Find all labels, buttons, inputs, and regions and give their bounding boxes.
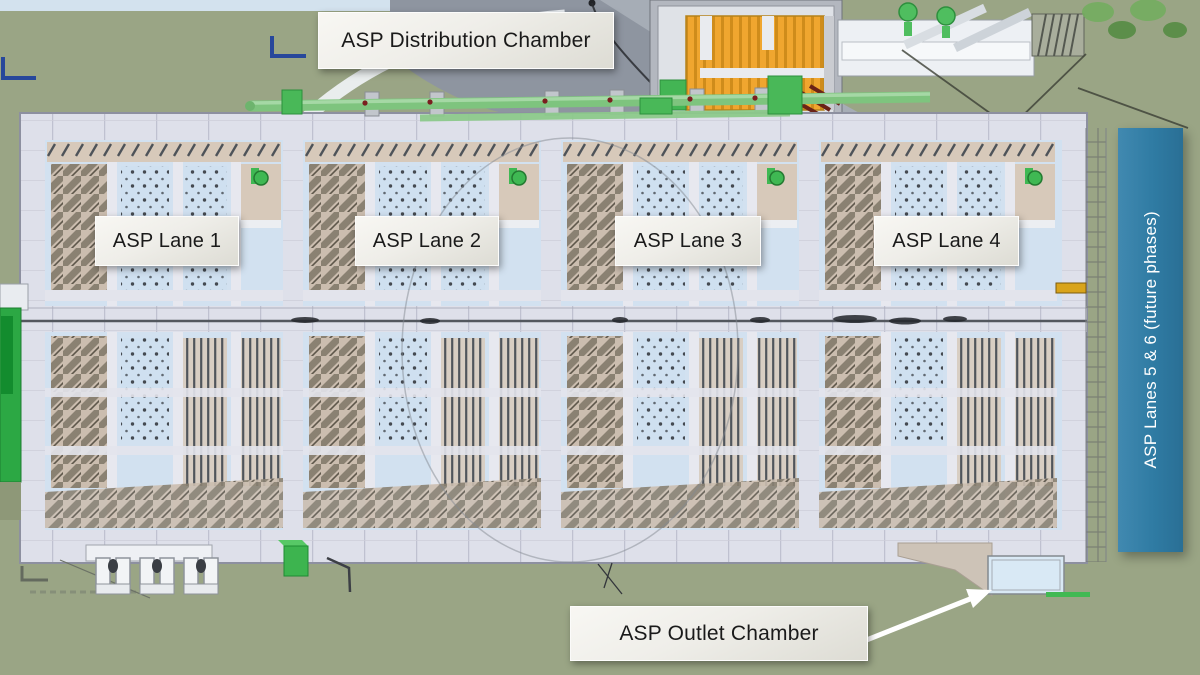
inlet-works-structure xyxy=(837,0,1189,129)
distribution-chamber-label: ASP Distribution Chamber xyxy=(318,12,614,69)
shrubs xyxy=(1082,0,1187,39)
pipe-connector-green xyxy=(639,97,673,115)
valve-green xyxy=(936,6,956,26)
lane-3-label: ASP Lane 3 xyxy=(615,216,761,266)
model-reference-circle xyxy=(401,137,739,563)
pipe-joints xyxy=(362,95,758,106)
lane-1-interior xyxy=(44,139,284,531)
lane-4-interior xyxy=(818,139,1058,531)
future-lanes-banner: ASP Lanes 5 & 6 (future phases) xyxy=(1118,128,1183,552)
central-walkway xyxy=(20,306,1087,332)
lane-1-label: ASP Lane 1 xyxy=(95,216,239,266)
division-wall xyxy=(799,140,819,530)
lane-2-label: ASP Lane 2 xyxy=(355,216,499,266)
lane-4-label: ASP Lane 4 xyxy=(874,216,1019,266)
instrument-yellow xyxy=(1055,282,1087,294)
drain-outlet-pipes xyxy=(95,557,219,595)
walkway-pipework xyxy=(291,315,967,325)
lane-3-interior xyxy=(560,139,800,531)
division-wall xyxy=(541,140,561,530)
lamp-post xyxy=(326,556,352,593)
lane-2-interior xyxy=(302,139,542,531)
kiosk-green xyxy=(283,545,309,577)
penstock-green xyxy=(767,75,803,115)
outlet-chamber-label: ASP Outlet Chamber xyxy=(570,606,868,661)
future-lanes-banner-text: ASP Lanes 5 & 6 (future phases) xyxy=(1140,211,1160,469)
bottom-edge-details xyxy=(20,540,623,599)
stairs xyxy=(1031,13,1085,57)
right-edge-scaffold xyxy=(1055,128,1107,562)
air-main-pipe xyxy=(245,75,931,122)
outlet-chamber-structure xyxy=(897,542,1090,597)
outlet-arrow-annotation xyxy=(863,589,992,644)
division-wall xyxy=(283,140,303,530)
left-edge-equipment xyxy=(0,283,29,520)
blower-unit-green xyxy=(281,89,303,115)
asp-structure xyxy=(19,112,1088,564)
valve-green xyxy=(898,2,918,22)
